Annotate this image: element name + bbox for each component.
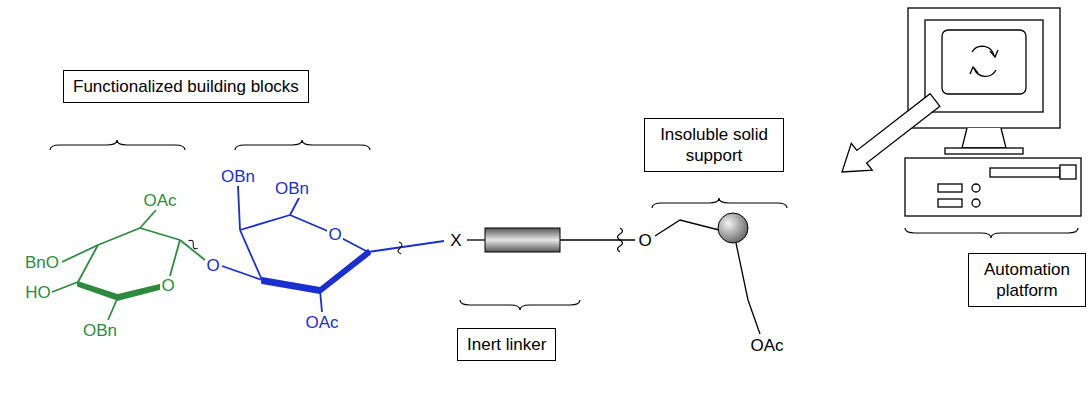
atom-label: OBn bbox=[82, 321, 118, 340]
atom-label: OAc bbox=[142, 191, 177, 210]
box-text: Inert linker bbox=[467, 334, 546, 355]
callout-box: Inert linker bbox=[457, 328, 556, 361]
resin-bead bbox=[718, 213, 748, 243]
atom-label: O bbox=[160, 276, 175, 295]
atom-label: OAc bbox=[304, 313, 339, 332]
atom-label: O bbox=[327, 225, 342, 244]
wavy-bond bbox=[396, 242, 403, 255]
box-text: Insoluble solid support bbox=[654, 124, 774, 166]
wavy-bond bbox=[187, 239, 200, 250]
atom-label: OBn bbox=[220, 167, 256, 186]
atom-label: X bbox=[449, 231, 462, 250]
callout-box: Automation platform bbox=[968, 253, 1086, 307]
blue-sugar bbox=[222, 186, 444, 312]
atom-label: O bbox=[205, 256, 220, 275]
linker-chain bbox=[467, 220, 760, 334]
title-box: Functionalized building blocks bbox=[63, 70, 309, 103]
box-text: Functionalized building blocks bbox=[73, 76, 299, 97]
green-sugar bbox=[52, 210, 205, 320]
atom-label: OAc bbox=[749, 336, 784, 355]
atom-label: HO bbox=[24, 283, 52, 302]
box-text: Automation platform bbox=[978, 259, 1076, 301]
hollow-arrow bbox=[842, 94, 940, 172]
callout-box: Insoluble solid support bbox=[644, 118, 784, 172]
atom-label: OBn bbox=[274, 179, 310, 198]
linker-rectangle bbox=[485, 228, 560, 252]
atom-label: BnO bbox=[24, 253, 60, 272]
atom-label: O bbox=[637, 231, 652, 250]
